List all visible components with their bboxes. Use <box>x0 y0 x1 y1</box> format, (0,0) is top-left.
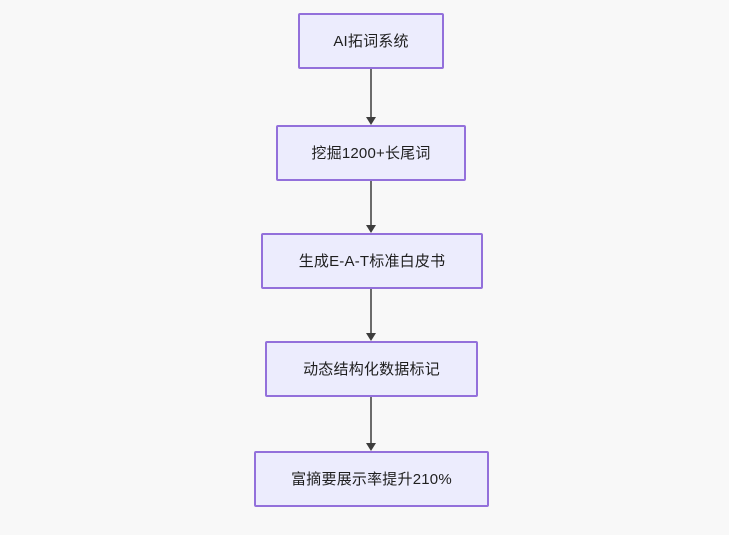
edge-line <box>370 69 372 117</box>
flow-node-label: 挖掘1200+长尾词 <box>311 144 431 162</box>
flow-node-dynamic-structured-data-markup[interactable]: 动态结构化数据标记 <box>265 341 478 397</box>
edge-line <box>370 181 372 225</box>
flow-node-generate-eat-whitepaper[interactable]: 生成E-A-T标准白皮书 <box>261 233 483 289</box>
flow-node-label: 动态结构化数据标记 <box>303 360 440 378</box>
flow-node-mine-longtail-keywords[interactable]: 挖掘1200+长尾词 <box>276 125 466 181</box>
flow-node-label: 生成E-A-T标准白皮书 <box>298 252 446 270</box>
flow-edge-node2-to-node3 <box>366 289 376 341</box>
flow-edge-node1-to-node2 <box>366 181 376 233</box>
arrow-head-icon <box>366 333 376 341</box>
flow-edge-node3-to-node4 <box>366 397 376 451</box>
flow-node-rich-snippet-impression-lift[interactable]: 富摘要展示率提升210% <box>254 451 489 507</box>
edge-line <box>370 289 372 333</box>
flow-edge-node0-to-node1 <box>366 69 376 125</box>
flow-node-label: AI拓词系统 <box>333 32 409 50</box>
flow-node-ai-keyword-system[interactable]: AI拓词系统 <box>298 13 444 69</box>
flow-node-label: 富摘要展示率提升210% <box>291 470 452 488</box>
arrow-head-icon <box>366 225 376 233</box>
arrow-head-icon <box>366 117 376 125</box>
edge-line <box>370 397 372 443</box>
arrow-head-icon <box>366 443 376 451</box>
